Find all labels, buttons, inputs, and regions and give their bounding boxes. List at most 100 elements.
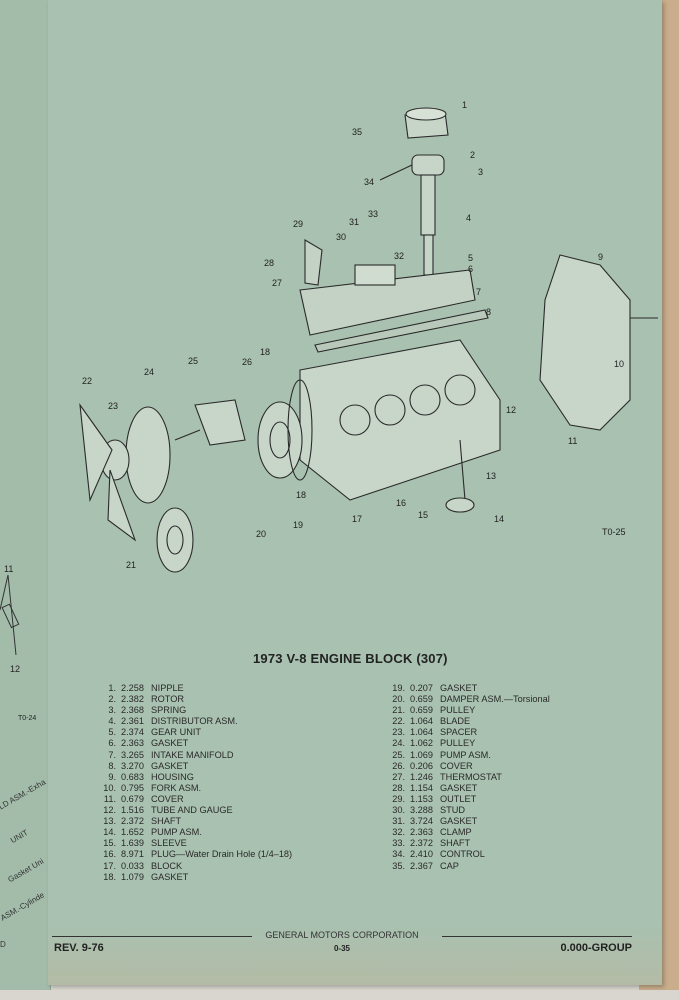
part-name: COVER bbox=[151, 793, 184, 804]
part-code: 2.258 bbox=[121, 683, 144, 693]
distributor-drawing bbox=[379, 107, 449, 276]
callout-4: 4 bbox=[466, 213, 471, 223]
callout-10: 10 bbox=[614, 359, 624, 369]
part-name: OUTLET bbox=[440, 793, 477, 804]
part-no: 31. bbox=[392, 816, 405, 827]
part-no: 1. bbox=[108, 683, 116, 693]
part-name: SPRING bbox=[151, 705, 187, 716]
part-code: 0.679 bbox=[121, 793, 144, 804]
part-no: 6. bbox=[108, 738, 116, 749]
parts-list-item: 1. 2.258 NIPPLE bbox=[96, 683, 292, 694]
part-code: 2.367 bbox=[410, 860, 433, 871]
callout-23: 23 bbox=[108, 401, 118, 411]
callout-20: 20 bbox=[256, 529, 266, 539]
part-code: 3.265 bbox=[121, 749, 144, 760]
part-name: BLADE bbox=[440, 716, 471, 727]
part-no: 19. bbox=[392, 683, 405, 693]
part-name: SLEEVE bbox=[151, 838, 187, 849]
part-name: SHAFT bbox=[151, 816, 182, 827]
page-title: 1973 V-8 ENGINE BLOCK (307) bbox=[253, 651, 448, 666]
part-name: BLOCK bbox=[151, 860, 183, 871]
part-name: CONTROL bbox=[440, 849, 485, 860]
part-code: 1.639 bbox=[121, 838, 144, 849]
parts-list-item: 35. 2.367 CAP bbox=[385, 861, 550, 872]
callout-16: 16 bbox=[396, 498, 406, 508]
parts-list-item: 27. 1.246 THERMOSTAT bbox=[385, 772, 550, 783]
part-name: GEAR UNIT bbox=[151, 727, 202, 738]
part-code: 0.033 bbox=[121, 860, 144, 871]
callout-13: 13 bbox=[486, 471, 496, 481]
part-name: GASKET bbox=[440, 816, 478, 827]
intake-manifold-drawing bbox=[299, 239, 489, 353]
parts-list-item: 31. 3.724 GASKET bbox=[385, 816, 550, 827]
parts-list-item: 6. 2.363 GASKET bbox=[96, 738, 292, 749]
part-code: 0.683 bbox=[121, 771, 144, 782]
callout-28: 28 bbox=[264, 258, 274, 268]
part-name: THERMOSTAT bbox=[440, 771, 502, 782]
part-name: PLUG—Water Drain Hole (1/4–18) bbox=[151, 849, 293, 860]
revision: REV. 9-76 bbox=[54, 942, 104, 954]
part-no: 16. bbox=[103, 849, 116, 860]
part-name: COVER bbox=[440, 760, 473, 771]
callout-17: 17 bbox=[352, 514, 362, 524]
part-no: 27. bbox=[392, 771, 405, 782]
callout-6: 6 bbox=[468, 264, 473, 274]
part-name: DISTRIBUTOR ASM. bbox=[151, 716, 238, 727]
part-name: GASKET bbox=[151, 738, 189, 749]
callout-32: 32 bbox=[394, 251, 404, 261]
part-name: PUMP ASM. bbox=[440, 749, 491, 760]
parts-list-item: 13. 2.372 SHAFT bbox=[96, 816, 292, 827]
part-no: 35. bbox=[392, 860, 405, 871]
callout-24: 24 bbox=[144, 367, 154, 377]
part-code: 1.069 bbox=[410, 749, 433, 760]
fan-pulley-drawing bbox=[79, 402, 194, 573]
callout-11: 11 bbox=[568, 436, 577, 446]
part-name: STUD bbox=[440, 805, 466, 816]
part-code: 2.374 bbox=[121, 727, 144, 738]
part-code: 2.368 bbox=[121, 705, 144, 716]
part-name: NIPPLE bbox=[151, 683, 184, 693]
part-code: 2.361 bbox=[121, 716, 144, 727]
part-no: 2. bbox=[108, 694, 116, 705]
callout-2: 2 bbox=[470, 150, 475, 160]
part-code: 2.372 bbox=[121, 816, 144, 827]
part-code: 0.795 bbox=[121, 782, 144, 793]
part-code: 1.246 bbox=[410, 771, 433, 782]
part-no: 12. bbox=[103, 805, 116, 816]
part-no: 22. bbox=[392, 716, 405, 727]
part-code: 1.064 bbox=[410, 716, 433, 727]
part-code: 3.724 bbox=[410, 816, 433, 827]
facing-fragment: D bbox=[0, 940, 6, 949]
part-name: INTAKE MANIFOLD bbox=[151, 749, 234, 760]
part-no: 9. bbox=[108, 771, 116, 782]
part-code: 2.363 bbox=[410, 827, 433, 838]
part-code: 2.363 bbox=[121, 738, 144, 749]
divider bbox=[442, 936, 632, 937]
callout-21: 21 bbox=[126, 560, 136, 570]
part-code: 1.652 bbox=[121, 827, 144, 838]
page-footer: GENERAL MOTORS CORPORATION REV. 9-76 0-3… bbox=[52, 928, 632, 958]
engine-block-drawing bbox=[299, 339, 501, 513]
part-name: DAMPER ASM.—Torsional bbox=[440, 694, 550, 705]
part-name: GASKET bbox=[440, 782, 478, 793]
water-pump-drawing bbox=[174, 399, 246, 446]
callout-27: 27 bbox=[272, 278, 282, 288]
part-name: SHAFT bbox=[440, 838, 471, 849]
part-name: GASKET bbox=[151, 760, 189, 771]
part-no: 13. bbox=[103, 816, 116, 827]
part-name: CAP bbox=[440, 860, 459, 871]
